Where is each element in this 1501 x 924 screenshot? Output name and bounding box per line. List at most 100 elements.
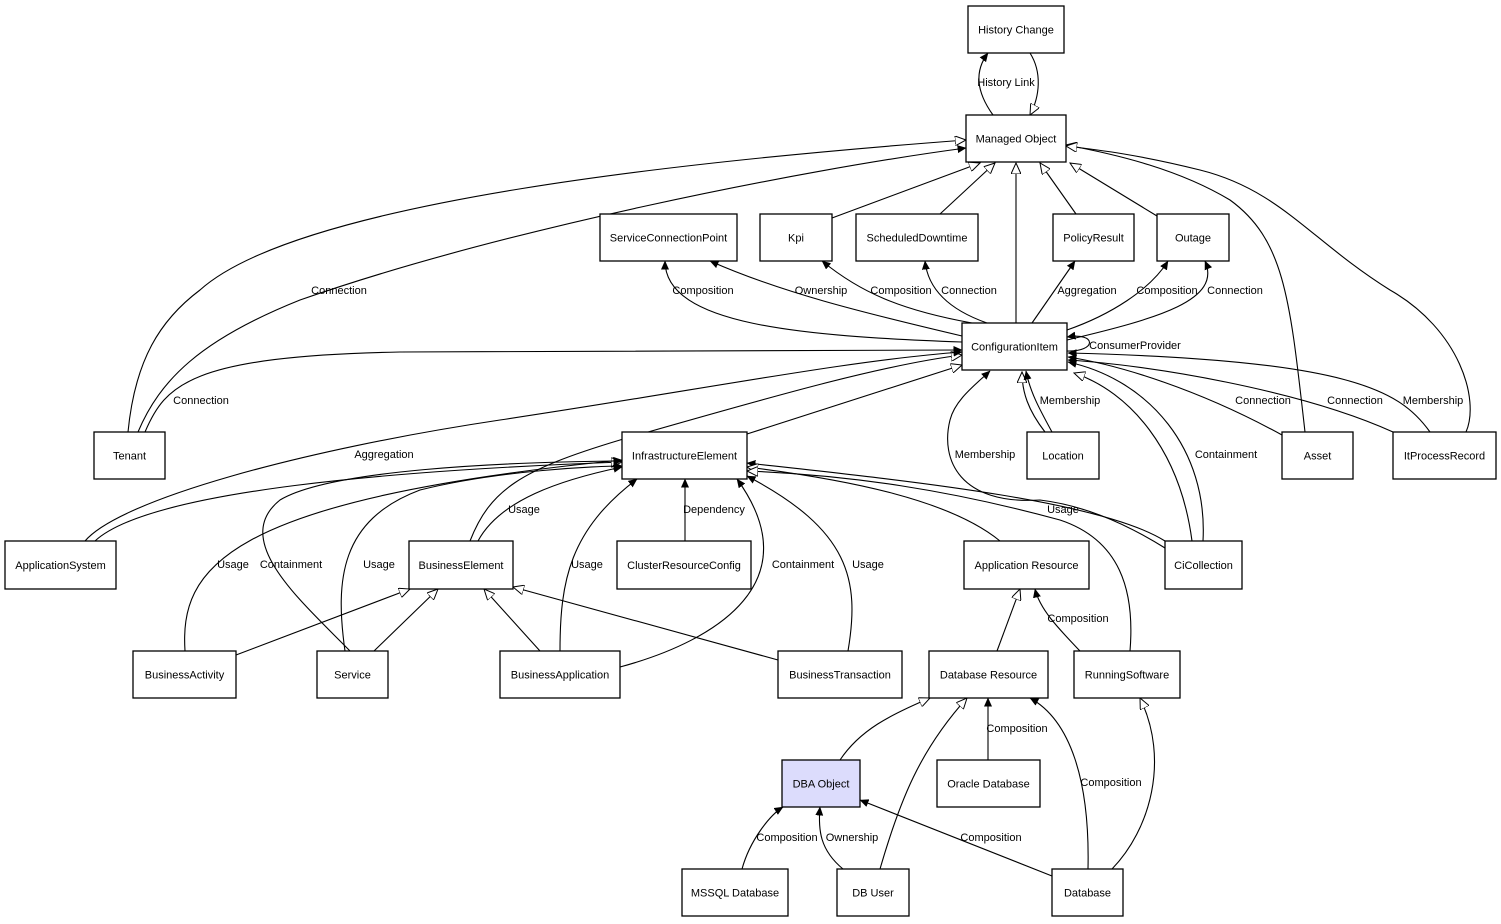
edge-label: Composition bbox=[960, 832, 1021, 844]
class-box[interactable] bbox=[93, 431, 166, 480]
class-node-managed-object[interactable]: Managed Object bbox=[965, 114, 1067, 163]
class-box[interactable] bbox=[316, 650, 389, 699]
class-node-database[interactable]: Database bbox=[1051, 868, 1124, 917]
class-box[interactable] bbox=[936, 759, 1041, 808]
class-box[interactable] bbox=[1392, 431, 1497, 480]
class-name: Location bbox=[1042, 451, 1084, 463]
inheritance-edge-db-user-to-database-resource bbox=[879, 698, 967, 870]
edge-label: Membership bbox=[955, 449, 1016, 461]
class-box[interactable] bbox=[965, 114, 1067, 163]
class-box[interactable] bbox=[777, 650, 903, 699]
class-node-oracle-database[interactable]: Oracle Database bbox=[936, 759, 1041, 808]
class-node-database-resource[interactable]: Database Resource bbox=[928, 650, 1049, 699]
class-node-business-transaction[interactable]: BusinessTransaction bbox=[777, 650, 903, 699]
class-box[interactable] bbox=[759, 213, 833, 262]
class-node-db-user[interactable]: DB User bbox=[836, 868, 910, 917]
edge-label: Composition bbox=[1047, 613, 1108, 625]
association-edge-business-application-to-infrastructure-element bbox=[619, 478, 765, 668]
class-node-scheduled-downtime[interactable]: ScheduledDowntime bbox=[855, 213, 979, 262]
class-node-business-element[interactable]: BusinessElement bbox=[408, 540, 514, 590]
class-node-policy-result[interactable]: PolicyResult bbox=[1052, 213, 1135, 262]
class-box[interactable] bbox=[408, 540, 514, 590]
class-box[interactable] bbox=[928, 650, 1049, 699]
class-box[interactable] bbox=[1164, 540, 1243, 590]
edge-label: Usage bbox=[852, 559, 884, 571]
edge-label: Connection bbox=[311, 285, 367, 297]
class-node-it-process-record[interactable]: ItProcessRecord bbox=[1392, 431, 1497, 480]
class-node-business-application[interactable]: BusinessApplication bbox=[499, 650, 621, 699]
edge-label: Containment bbox=[772, 559, 834, 571]
edge-label: Membership bbox=[1040, 395, 1101, 407]
class-box[interactable] bbox=[781, 759, 861, 808]
class-name: Database Resource bbox=[940, 670, 1037, 682]
association-edge-database-to-database-resource bbox=[1029, 697, 1089, 870]
class-node-mssql-database[interactable]: MSSQL Database bbox=[681, 868, 789, 917]
class-name: Outage bbox=[1175, 233, 1211, 245]
class-node-running-software[interactable]: RunningSoftware bbox=[1073, 650, 1181, 699]
class-box[interactable] bbox=[967, 5, 1065, 54]
inheritance-edge-database-resource-to-application-resource bbox=[996, 589, 1020, 652]
edge-label: Connection bbox=[1235, 395, 1291, 407]
class-node-tenant[interactable]: Tenant bbox=[93, 431, 166, 480]
association-edge-configuration-item-to-outage bbox=[1066, 260, 1169, 331]
class-node-configuration-item[interactable]: ConfigurationItem bbox=[961, 322, 1068, 371]
class-node-history-change[interactable]: History Change bbox=[967, 5, 1065, 54]
class-box[interactable] bbox=[836, 868, 910, 917]
inheritance-edge-business-transaction-to-business-element bbox=[513, 587, 779, 661]
association-edge-asset-to-configuration-item bbox=[1067, 354, 1283, 436]
class-box[interactable] bbox=[855, 213, 979, 262]
association-edge-configuration-item-to-outage bbox=[1066, 260, 1213, 341]
class-box[interactable] bbox=[132, 650, 237, 699]
class-node-application-system[interactable]: ApplicationSystem bbox=[4, 540, 117, 590]
class-node-kpi[interactable]: Kpi bbox=[759, 213, 833, 262]
class-name: CiCollection bbox=[1174, 560, 1233, 572]
inheritance-edge-business-activity-to-business-element bbox=[235, 589, 410, 656]
class-node-service[interactable]: Service bbox=[316, 650, 389, 699]
class-box[interactable] bbox=[4, 540, 117, 590]
class-node-business-activity[interactable]: BusinessActivity bbox=[132, 650, 237, 699]
class-node-asset[interactable]: Asset bbox=[1281, 431, 1354, 480]
association-edge-configuration-item-to-kpi bbox=[821, 260, 973, 324]
association-edge-ci-collection-to-configuration-item bbox=[1067, 359, 1204, 542]
class-box[interactable] bbox=[1073, 650, 1181, 699]
class-node-outage[interactable]: Outage bbox=[1156, 213, 1230, 262]
class-box[interactable] bbox=[599, 213, 738, 262]
inheritance-edge-business-application-to-business-element bbox=[484, 589, 541, 652]
association-edge-tenant-to-managed-object bbox=[137, 145, 967, 433]
edge-label: History Link bbox=[977, 77, 1035, 89]
class-box[interactable] bbox=[963, 540, 1090, 590]
class-box[interactable] bbox=[616, 540, 752, 590]
edge-label: Connection bbox=[173, 395, 229, 407]
class-name: ScheduledDowntime bbox=[867, 233, 968, 245]
inheritance-edge-kpi-to-managed-object bbox=[831, 163, 980, 219]
edge-label: Ownership bbox=[826, 832, 879, 844]
class-node-application-resource[interactable]: Application Resource bbox=[963, 540, 1090, 590]
edge-label: Aggregation bbox=[1057, 285, 1116, 297]
class-box[interactable] bbox=[1051, 868, 1124, 917]
class-node-infrastructure-element[interactable]: InfrastructureElement bbox=[621, 431, 748, 480]
class-name: InfrastructureElement bbox=[632, 451, 737, 463]
class-node-ci-collection[interactable]: CiCollection bbox=[1164, 540, 1243, 590]
class-name: Database bbox=[1064, 888, 1111, 900]
class-box[interactable] bbox=[499, 650, 621, 699]
class-box[interactable] bbox=[681, 868, 789, 917]
class-node-dba-object[interactable]: DBA Object bbox=[781, 759, 861, 808]
association-edge-it-process-record-to-configuration-item bbox=[1067, 349, 1431, 433]
class-box[interactable] bbox=[1052, 213, 1135, 262]
edge-label: Usage bbox=[508, 504, 540, 516]
association-edge-business-transaction-to-infrastructure-element bbox=[746, 475, 853, 652]
class-name: Oracle Database bbox=[947, 779, 1030, 791]
association-edge-mssql-database-to-dba-object bbox=[741, 806, 784, 870]
class-box[interactable] bbox=[621, 431, 748, 480]
class-node-cluster-resource-config[interactable]: ClusterResourceConfig bbox=[616, 540, 752, 590]
class-node-location[interactable]: Location bbox=[1026, 431, 1100, 480]
class-name: BusinessActivity bbox=[145, 670, 225, 682]
class-box[interactable] bbox=[961, 322, 1068, 371]
class-box[interactable] bbox=[1281, 431, 1354, 480]
association-edge-service-to-infrastructure-element bbox=[340, 462, 623, 652]
association-edge-tenant-to-configuration-item bbox=[144, 346, 963, 433]
class-box[interactable] bbox=[1026, 431, 1100, 480]
class-box[interactable] bbox=[1156, 213, 1230, 262]
class-node-service-connection-point[interactable]: ServiceConnectionPoint bbox=[599, 213, 738, 262]
